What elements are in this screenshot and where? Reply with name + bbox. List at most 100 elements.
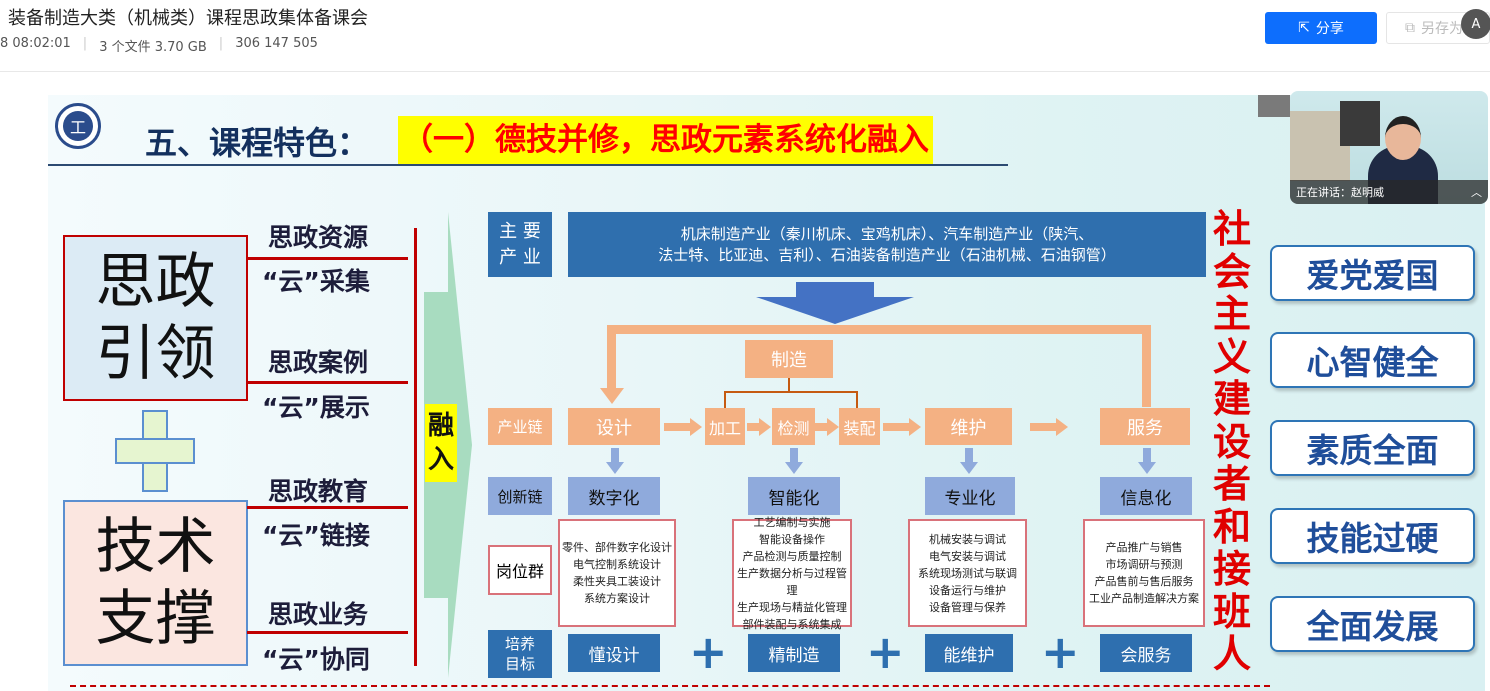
innovation-item: 数字化	[568, 477, 660, 515]
merge-char: 入	[427, 445, 454, 475]
down-arrow	[960, 448, 978, 474]
job-item: 产品售前与售后服务	[1094, 575, 1194, 588]
speaker-video[interactable]: 正在讲话：赵明威 ︿	[1290, 91, 1488, 204]
label: 思政业务	[268, 600, 369, 629]
industry-line: 法士特、比亚迪、吉利）、石油装备制造产业（石油机械、石油钢管）	[658, 245, 1116, 264]
plus-icon: +	[1041, 625, 1080, 679]
chain-assemble: 装配	[839, 408, 880, 445]
ocr-icon: A	[1471, 16, 1481, 32]
innovation-item: 专业化	[925, 477, 1015, 515]
job-item: 柔性夹具工装设计	[573, 575, 661, 588]
connector	[788, 378, 790, 392]
speaker-head	[1385, 116, 1421, 160]
job-item: 部件装配与系统集成	[742, 617, 842, 631]
box-text: 支撑	[95, 584, 216, 654]
share-icon: ⇱	[1298, 20, 1310, 36]
job-item: 系统现场测试与联调	[918, 566, 1017, 580]
bracket-right	[1142, 325, 1151, 407]
value-box: 技能过硬	[1270, 508, 1475, 564]
job-item: 系统方案设计	[584, 592, 650, 605]
file-meta: 8 08:02:01| 3 个文件 3.70 GB| 306 147 505	[0, 36, 318, 55]
school-logo: 工	[55, 103, 101, 149]
value-box: 全面发展	[1270, 596, 1475, 652]
job-item: 设备管理与保养	[929, 600, 1006, 614]
ocr-button[interactable]: A	[1461, 9, 1490, 39]
jobs-box: 产品推广与销售市场调研与预测产品售前与售后服务工业产品制造解决方案	[1083, 519, 1205, 627]
bracket-arrow	[600, 388, 624, 404]
industry-banner: 机床制造产业（秦川机床、宝鸡机床）、汽车制造产业（陕汽、法士特、比亚迪、吉利）、…	[568, 212, 1206, 277]
label: “云”展示	[262, 393, 370, 422]
slide-heading-highlight: （一）德技并修，思政元素系统化融入	[398, 116, 933, 164]
heading-underline	[48, 164, 1008, 166]
row-label-goals: 培养目标	[488, 630, 552, 678]
row-label-text: 主 要	[499, 220, 541, 242]
label: 思政案例	[268, 348, 369, 377]
box-text: 技术	[95, 512, 216, 582]
meta-files: 3 个文件 3.70 GB	[99, 40, 207, 55]
innovation-item: 信息化	[1100, 477, 1192, 515]
divider	[247, 506, 408, 509]
video-monitor	[1340, 101, 1380, 146]
speaking-label: 正在讲话：赵明威	[1296, 186, 1384, 199]
chain-inspect: 检测	[772, 408, 815, 445]
plus-icon: +	[866, 625, 905, 679]
merge-label: 融入	[425, 404, 457, 482]
job-item: 产品推广与销售	[1105, 541, 1183, 554]
page-title: 装备制造大类（机械类）课程思政集体备课会	[8, 8, 368, 29]
down-arrow	[1138, 448, 1156, 474]
slide-heading: 五、课程特色：	[145, 124, 370, 162]
job-item: 市场调研与预测	[1105, 558, 1183, 571]
label: “云”链接	[262, 521, 370, 550]
jobs-box: 工艺编制与实施智能设备操作产品检测与质量控制生产数据分析与过程管理生产现场与精益…	[732, 516, 852, 631]
value-box: 素质全面	[1270, 420, 1475, 476]
value-box: 心智健全	[1270, 332, 1475, 388]
divider	[414, 228, 417, 666]
share-button[interactable]: ⇱分享	[1265, 12, 1377, 44]
label: 思政资源	[268, 223, 369, 252]
jobs-box: 机械安装与调试电气安装与调试系统现场测试与联调设备运行与维护设备管理与保养	[908, 519, 1027, 627]
row-label-text: 目标	[504, 655, 535, 673]
row-label-chain: 产业链	[488, 408, 552, 445]
meta-number: 306 147 505	[235, 36, 318, 51]
save-icon: ⧉	[1405, 20, 1415, 36]
plus-shape	[115, 410, 195, 492]
chain-service: 服务	[1100, 408, 1190, 445]
label: “云”协同	[262, 645, 370, 674]
job-item: 生产数据分析与过程管理	[737, 566, 847, 597]
jobs-box: 零件、部件数字化设计电气控制系统设计柔性夹具工装设计系统方案设计	[558, 519, 676, 627]
manufacture-box: 制造	[745, 340, 833, 378]
divider: |	[82, 36, 88, 51]
job-item: 设备运行与维护	[929, 583, 1006, 597]
goal-item: 会服务	[1100, 634, 1192, 672]
row-label-text: 培养	[504, 635, 535, 653]
box-text: 引领	[95, 319, 216, 389]
job-item: 生产现场与精益化管理	[737, 600, 847, 614]
job-item: 工业产品制造解决方案	[1089, 592, 1199, 605]
connector	[724, 391, 858, 408]
chevron-up-icon[interactable]: ︿	[1471, 186, 1482, 199]
job-item: 电气安装与调试	[929, 549, 1006, 563]
value-box: 爱党爱国	[1270, 245, 1475, 301]
down-arrow-big	[756, 282, 914, 324]
job-item: 智能设备操作	[759, 532, 825, 546]
goal-item: 能维护	[925, 634, 1013, 672]
right-arrow	[747, 418, 771, 436]
label: 思政教育	[268, 477, 369, 506]
bracket-left	[607, 325, 616, 390]
industry-line: 机床制造产业（秦川机床、宝鸡机床）、汽车制造产业（陕汽、	[680, 224, 1094, 243]
chain-process: 加工	[705, 408, 745, 445]
down-arrow	[606, 448, 624, 474]
job-item: 电气控制系统设计	[573, 558, 661, 571]
down-arrow	[785, 448, 803, 474]
save-as-label: 另存为	[1421, 21, 1463, 37]
save-as-button[interactable]: ⧉ 另存为	[1386, 12, 1490, 44]
top-bar	[0, 0, 1490, 72]
goal-item: 懂设计	[568, 634, 660, 672]
label: “云”采集	[262, 267, 370, 296]
ideology-lead-box: 思政引领	[63, 235, 248, 401]
vertical-slogan: 社会主义建设者和接班人	[1212, 207, 1251, 676]
video-placeholder	[1258, 95, 1290, 117]
bracket-top	[607, 325, 1151, 334]
meta-time: 8 08:02:01	[0, 36, 71, 51]
row-label-jobs: 岗位群	[488, 545, 552, 595]
